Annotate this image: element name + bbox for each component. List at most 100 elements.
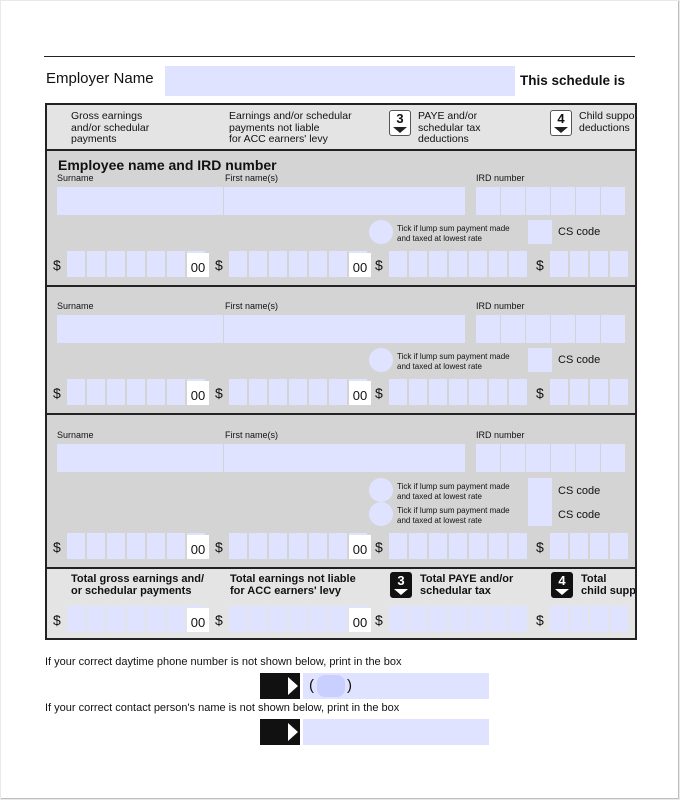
cents-fixed: 00 bbox=[187, 253, 209, 277]
surname-input[interactable] bbox=[57, 444, 223, 472]
cs-code-label: CS code bbox=[558, 354, 601, 366]
dollar-sign: $ bbox=[536, 257, 544, 273]
employer-name-input[interactable] bbox=[165, 66, 515, 96]
gross-earnings-input[interactable] bbox=[67, 379, 205, 405]
dollar-sign: $ bbox=[215, 612, 223, 628]
dollar-sign: $ bbox=[536, 612, 544, 628]
arrow-pointer-icon bbox=[260, 719, 300, 745]
ird-number-input[interactable] bbox=[476, 315, 625, 343]
dollar-sign: $ bbox=[53, 612, 61, 628]
total-paye-badge: 3 bbox=[390, 572, 412, 598]
dollar-sign: $ bbox=[215, 385, 223, 401]
cs-code-input[interactable] bbox=[528, 478, 552, 502]
dollar-sign: $ bbox=[215, 539, 223, 555]
lump-sum-label: Tick if lump sum payment made and taxed … bbox=[397, 482, 510, 501]
first-names-label: First name(s) bbox=[225, 430, 279, 440]
total-paye-label: Total PAYE and/or schedular tax bbox=[420, 573, 514, 597]
total-child-label: Total child support bbox=[581, 573, 636, 597]
section-divider bbox=[47, 567, 635, 569]
dollar-sign: $ bbox=[536, 539, 544, 555]
dollar-sign: $ bbox=[53, 539, 61, 555]
cs-code-input[interactable] bbox=[528, 220, 552, 244]
cents-fixed: 00 bbox=[349, 253, 371, 277]
cs-code-input[interactable] bbox=[528, 348, 552, 372]
cs-code-input[interactable] bbox=[528, 502, 552, 526]
lump-sum-checkbox[interactable] bbox=[369, 478, 393, 502]
lump-sum-checkbox[interactable] bbox=[369, 348, 393, 372]
phone-note: If your correct daytime phone number is … bbox=[45, 656, 402, 668]
surname-input[interactable] bbox=[57, 187, 223, 215]
schedule-grid: Gross earnings and/or schedular payments… bbox=[45, 103, 637, 640]
schedule-label: This schedule is bbox=[520, 73, 626, 88]
not-liable-input[interactable] bbox=[229, 379, 367, 405]
total-gross-input[interactable] bbox=[67, 606, 205, 632]
cents-fixed: 00 bbox=[349, 535, 371, 559]
employer-name-label: Employer Name bbox=[46, 70, 154, 87]
total-not-liable-input[interactable] bbox=[229, 606, 367, 632]
ird-number-label: IRD number bbox=[476, 301, 525, 311]
dollar-sign: $ bbox=[215, 257, 223, 273]
contact-name-input[interactable] bbox=[303, 719, 489, 745]
dollar-sign: $ bbox=[375, 539, 383, 555]
cs-code-label: CS code bbox=[558, 485, 601, 497]
dollar-sign: $ bbox=[375, 257, 383, 273]
surname-label: Surname bbox=[57, 173, 94, 183]
total-not-liable-label: Total earnings not liable for ACC earner… bbox=[230, 573, 356, 597]
lump-sum-checkbox[interactable] bbox=[369, 220, 393, 244]
ird-number-label: IRD number bbox=[476, 430, 525, 440]
phone-paren-open: ( bbox=[309, 677, 314, 694]
surname-input[interactable] bbox=[57, 315, 223, 343]
first-names-label: First name(s) bbox=[225, 173, 279, 183]
first-names-input[interactable] bbox=[224, 187, 465, 215]
gross-earnings-input[interactable] bbox=[67, 251, 205, 277]
total-gross-label: Total gross earnings and/ or schedular p… bbox=[71, 573, 205, 597]
column-header-band: Gross earnings and/or schedular payments… bbox=[47, 105, 635, 151]
arrow-pointer-icon bbox=[260, 673, 300, 699]
not-liable-input[interactable] bbox=[229, 251, 367, 277]
phone-paren-close: ) bbox=[347, 677, 352, 694]
dollar-sign: $ bbox=[536, 385, 544, 401]
dollar-sign: $ bbox=[375, 612, 383, 628]
paye-input[interactable] bbox=[389, 379, 527, 405]
paye-input[interactable] bbox=[389, 251, 527, 277]
employee-section-title: Employee name and IRD number bbox=[58, 157, 277, 173]
cents-fixed: 00 bbox=[349, 608, 371, 632]
ird-number-label: IRD number bbox=[476, 173, 525, 183]
lump-sum-checkbox[interactable] bbox=[369, 502, 393, 526]
cents-fixed: 00 bbox=[187, 535, 209, 559]
col-not-liable-label: Earnings and/or schedular payments not l… bbox=[229, 110, 352, 145]
first-names-input[interactable] bbox=[224, 315, 465, 343]
total-child-input[interactable] bbox=[550, 606, 628, 632]
dollar-sign: $ bbox=[53, 385, 61, 401]
ird-number-input[interactable] bbox=[476, 187, 625, 215]
lump-sum-label: Tick if lump sum payment made and taxed … bbox=[397, 352, 510, 371]
lump-sum-label: Tick if lump sum payment made and taxed … bbox=[397, 506, 510, 525]
dollar-sign: $ bbox=[375, 385, 383, 401]
paye-number-badge: 3 bbox=[389, 110, 411, 136]
surname-label: Surname bbox=[57, 301, 94, 311]
gross-earnings-input[interactable] bbox=[67, 533, 205, 559]
surname-label: Surname bbox=[57, 430, 94, 440]
cents-fixed: 00 bbox=[349, 381, 371, 405]
not-liable-input[interactable] bbox=[229, 533, 367, 559]
col-gross-label: Gross earnings and/or schedular payments bbox=[71, 110, 150, 145]
section-divider bbox=[47, 413, 635, 415]
total-paye-input[interactable] bbox=[389, 606, 527, 632]
cs-code-label: CS code bbox=[558, 509, 601, 521]
col-paye-label: PAYE and/or schedular tax deductions bbox=[418, 110, 481, 145]
contact-note: If your correct contact person's name is… bbox=[45, 702, 400, 714]
cents-fixed: 00 bbox=[187, 381, 209, 405]
child-support-input[interactable] bbox=[550, 379, 628, 405]
ird-number-input[interactable] bbox=[476, 444, 625, 472]
section-divider bbox=[47, 285, 635, 287]
child-support-input[interactable] bbox=[550, 251, 628, 277]
child-support-input[interactable] bbox=[550, 533, 628, 559]
cents-fixed: 00 bbox=[187, 608, 209, 632]
area-code-input[interactable] bbox=[317, 675, 345, 697]
paye-input[interactable] bbox=[389, 533, 527, 559]
child-number-badge: 4 bbox=[550, 110, 572, 136]
dollar-sign: $ bbox=[53, 257, 61, 273]
col-child-label: Child support deductions bbox=[579, 110, 635, 134]
first-names-input[interactable] bbox=[224, 444, 465, 472]
